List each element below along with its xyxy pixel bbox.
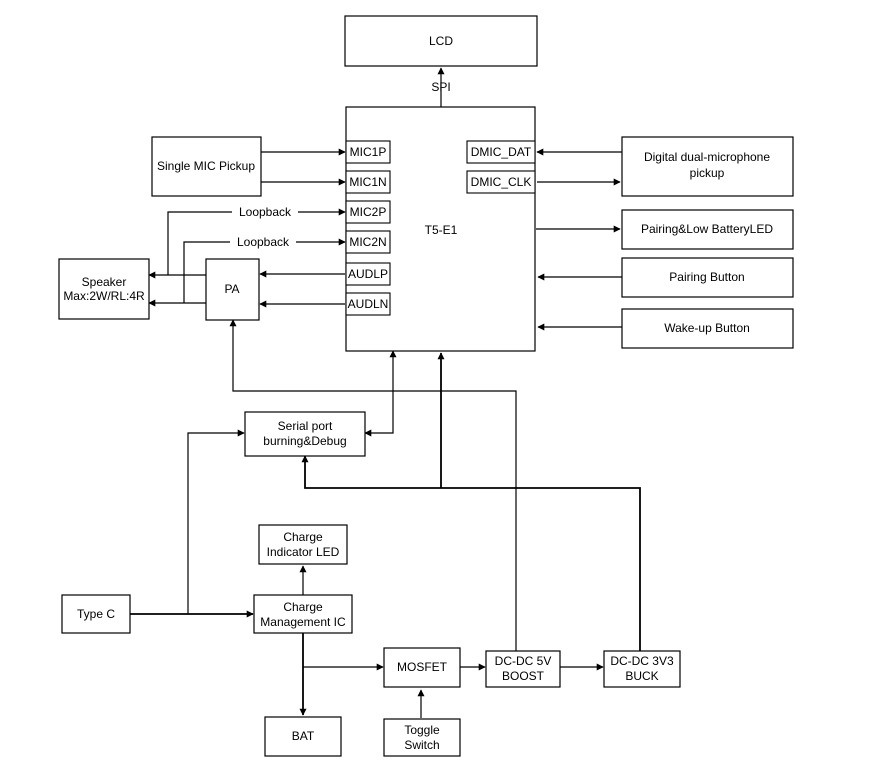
- pa-block: PA: [205, 258, 260, 321]
- pin-dmic-dat-label: DMIC_DAT: [471, 145, 532, 159]
- boost-label-2: BOOST: [502, 669, 545, 683]
- pin-mic1n: MIC1N: [345, 170, 391, 194]
- spi-label: SPI: [431, 80, 450, 94]
- toggle-switch-block: Toggle Switch: [383, 718, 461, 757]
- serial-label-1: Serial port: [278, 419, 333, 433]
- speaker-label-1: Speaker: [82, 275, 127, 289]
- loopback-label-2: Loopback: [237, 235, 290, 249]
- type-c-block: Type C: [61, 594, 131, 634]
- buck-label-2: BUCK: [625, 669, 658, 683]
- serial-mcu-link: [364, 350, 397, 437]
- charge-led-block: Charge Indicator LED: [258, 524, 348, 565]
- boost-block: DC-DC 5V BOOST: [485, 650, 561, 688]
- typec-serial-link: [187, 429, 245, 614]
- pairing-button-label: Pairing Button: [669, 270, 744, 284]
- loopback-label-1: Loopback: [239, 205, 292, 219]
- boost-pa-supply: [229, 319, 517, 651]
- wakeup-button-block: Wake-up Button: [621, 308, 794, 349]
- pin-dmic-clk: DMIC_CLK: [466, 170, 536, 194]
- pin-dmic-clk-label: DMIC_CLK: [471, 175, 532, 189]
- wakeup-button-label: Wake-up Button: [664, 321, 750, 335]
- serial-port-block: Serial port burning&Debug: [244, 411, 366, 457]
- pin-mic2n-label: MIC2N: [349, 235, 386, 249]
- buck-supply-line: [301, 455, 641, 651]
- connections: [130, 67, 641, 718]
- digital-mic-label-2: pickup: [690, 166, 725, 180]
- pin-mic1p-label: MIC1P: [350, 145, 387, 159]
- pin-mic1p: MIC1P: [345, 140, 391, 164]
- pairing-led-label: Pairing&Low BatteryLED: [641, 222, 773, 236]
- pairing-button-block: Pairing Button: [621, 257, 794, 298]
- charge-led-label-2: Indicator LED: [267, 545, 340, 559]
- charge-ic-label-1: Charge: [283, 600, 323, 614]
- single-mic-label: Single MIC Pickup: [157, 159, 255, 173]
- buck-block: DC-DC 3V3 BUCK: [603, 650, 681, 688]
- charge-ic-label-2: Management IC: [260, 615, 346, 629]
- serial-label-2: burning&Debug: [263, 434, 346, 448]
- type-c-label: Type C: [77, 607, 115, 621]
- mcu-label: T5-E1: [425, 223, 458, 237]
- speaker-label-2: Max:2W/RL:4R: [63, 289, 145, 303]
- boost-label-1: DC-DC 5V: [495, 654, 552, 668]
- single-mic-block: Single MIC Pickup: [151, 136, 262, 197]
- mosfet-block: MOSFET: [383, 647, 461, 688]
- pin-mic2n: MIC2N: [345, 230, 391, 254]
- pa-label: PA: [224, 282, 239, 296]
- pin-audlp: AUDLP: [345, 262, 391, 286]
- buck-label-1: DC-DC 3V3: [610, 654, 674, 668]
- pin-mic1n-label: MIC1N: [349, 175, 386, 189]
- charge-led-label-1: Charge: [283, 530, 323, 544]
- toggle-label-1: Toggle: [404, 723, 440, 737]
- pin-dmic-dat: DMIC_DAT: [466, 140, 536, 164]
- bat-label: BAT: [292, 729, 315, 743]
- pin-audln: AUDLN: [345, 292, 391, 316]
- pin-mic2p: MIC2P: [345, 200, 391, 224]
- pin-mic2p-label: MIC2P: [350, 205, 387, 219]
- mosfet-label: MOSFET: [397, 660, 448, 674]
- pin-audlp-label: AUDLP: [348, 267, 388, 281]
- charge-ic-block: Charge Management IC: [253, 594, 353, 634]
- lcd-block: LCD: [344, 15, 538, 67]
- speaker-block: Speaker Max:2W/RL:4R: [58, 258, 150, 320]
- lcd-label: LCD: [429, 34, 453, 48]
- pin-audln-label: AUDLN: [348, 297, 389, 311]
- digital-mic-label-1: Digital dual-microphone: [644, 150, 770, 164]
- pairing-led-block: Pairing&Low BatteryLED: [621, 209, 794, 250]
- digital-mic-block: Digital dual-microphone pickup: [621, 136, 794, 197]
- toggle-label-2: Switch: [404, 738, 439, 752]
- bat-block: BAT: [264, 716, 342, 757]
